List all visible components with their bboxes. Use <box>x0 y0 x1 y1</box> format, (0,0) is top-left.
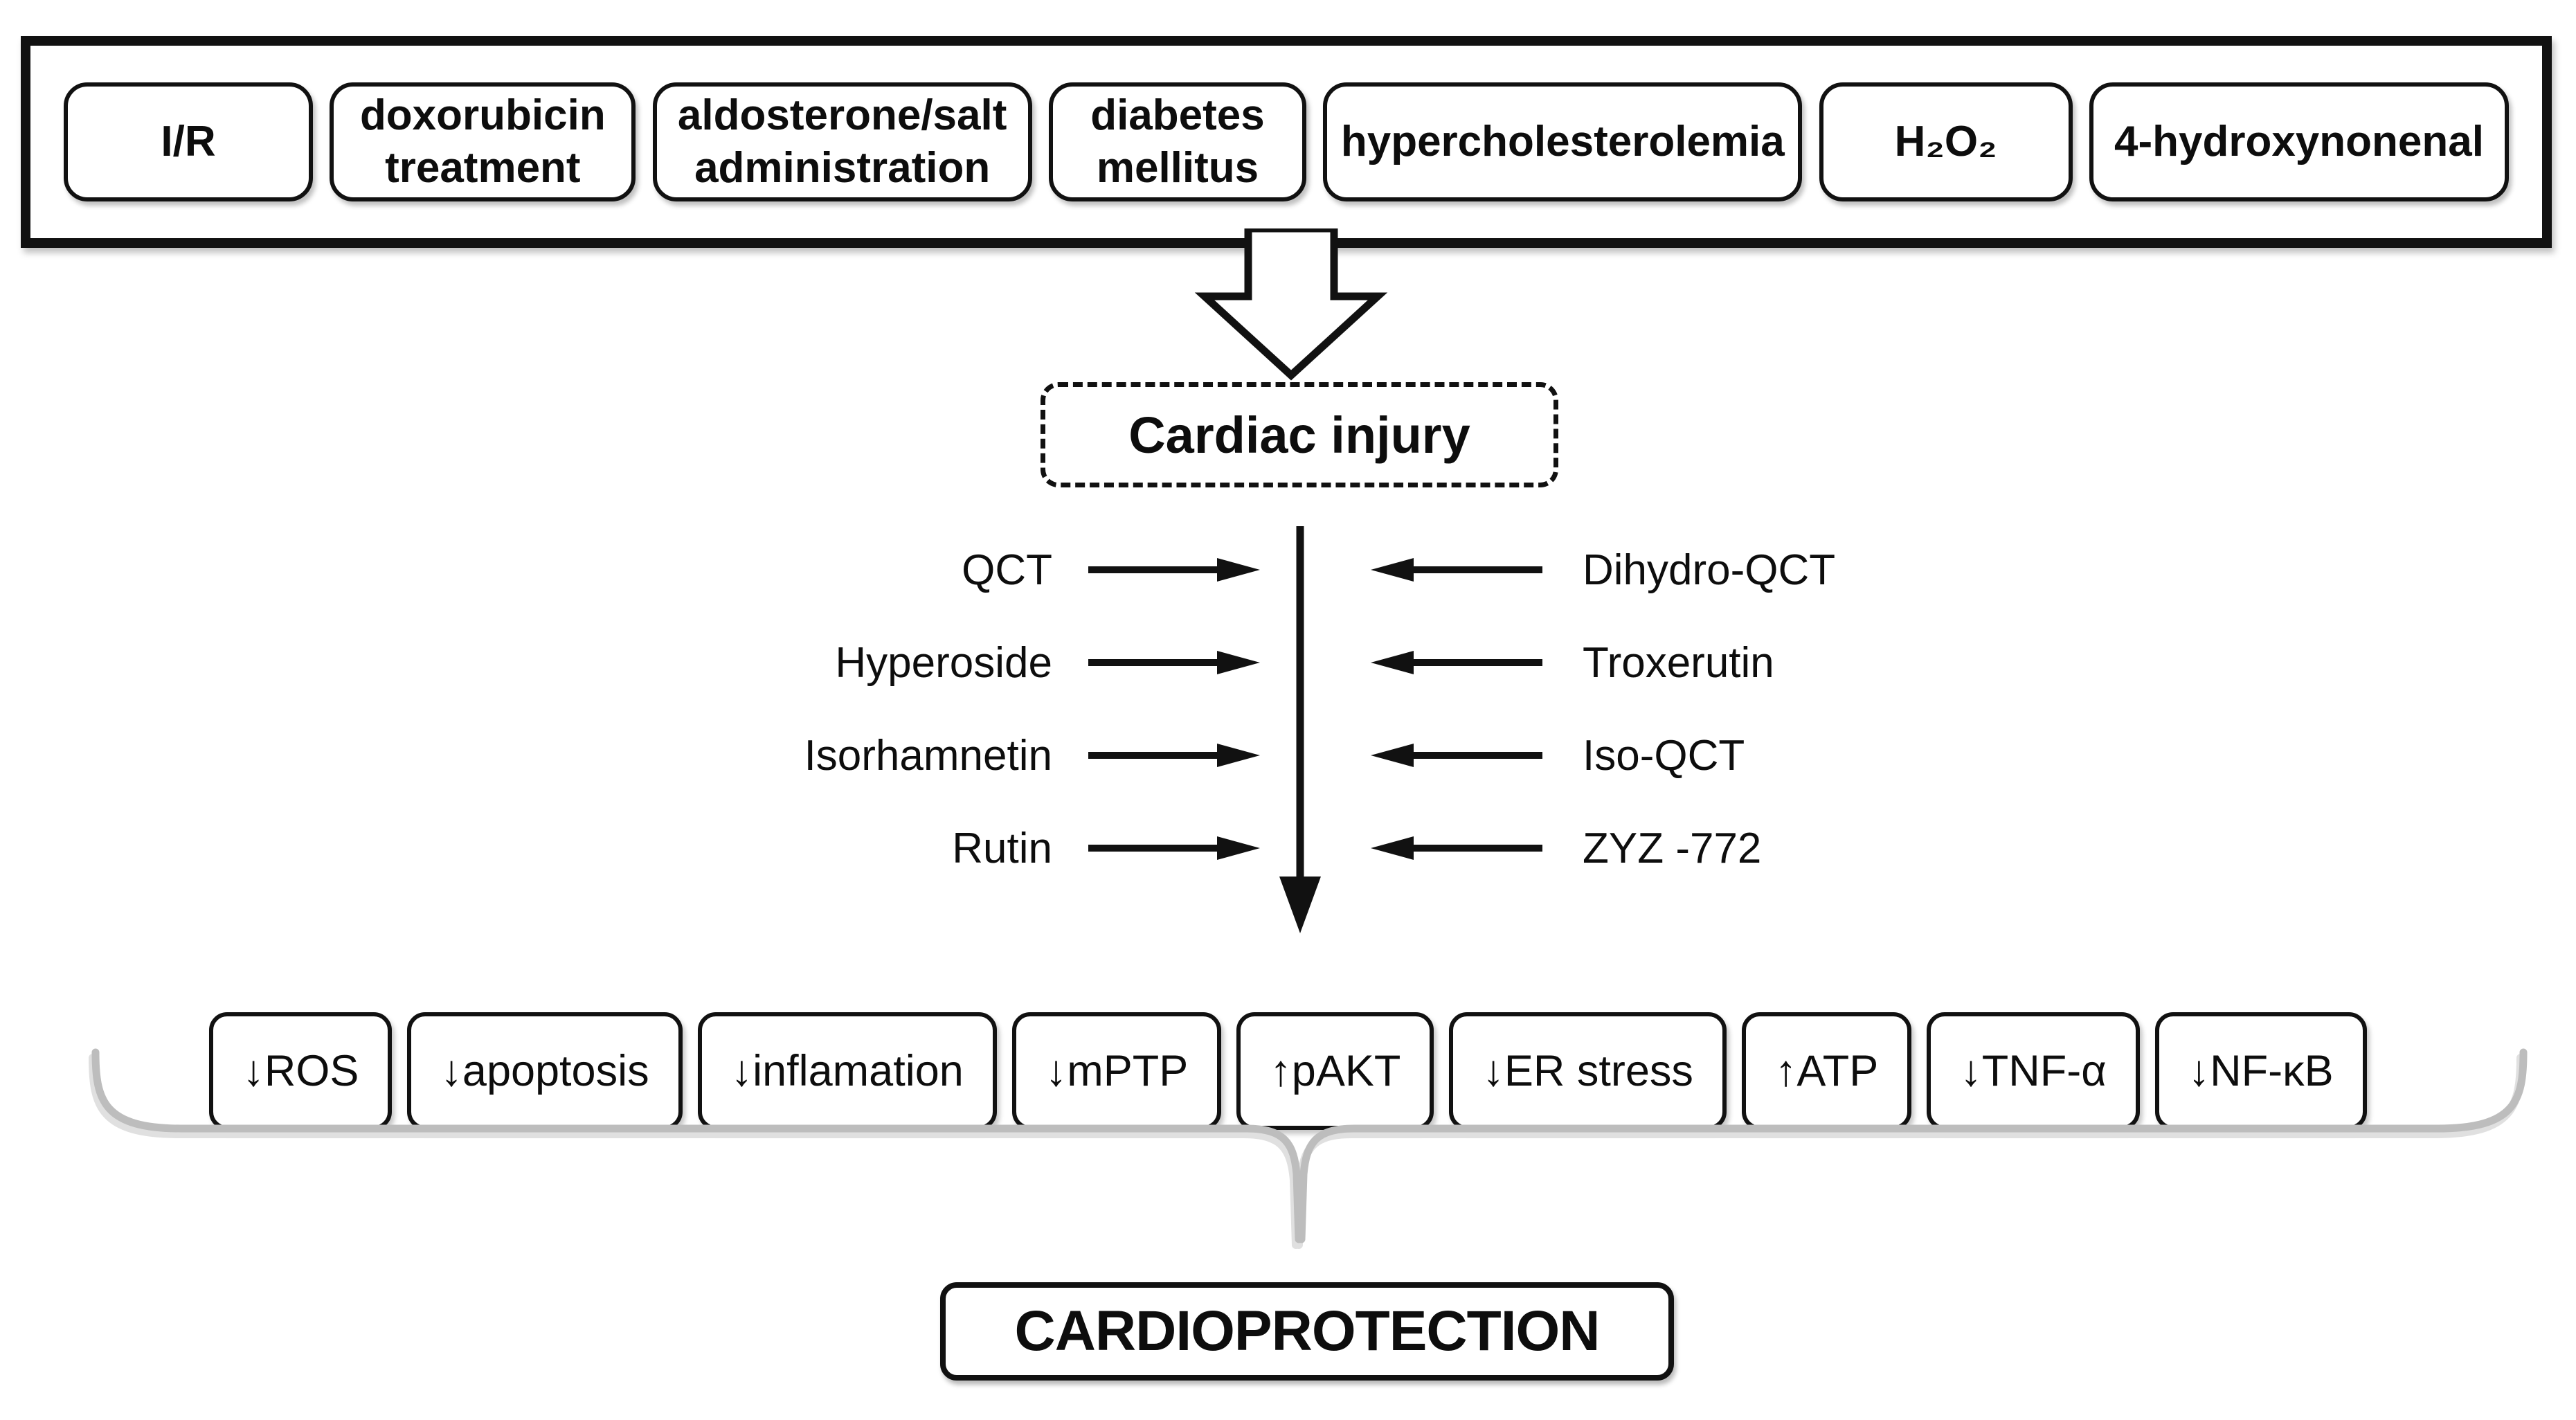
effect-label: ↓apoptosis <box>440 1047 649 1095</box>
right-arrow-icon <box>1088 558 1260 582</box>
cardiac-injury-box: Cardiac injury <box>1041 382 1558 487</box>
stressor-label: diabetes mellitus <box>1090 91 1265 192</box>
mediator-left-label: Isorhamnetin <box>804 731 1052 780</box>
effects-row: ↓ROS ↓apoptosis ↓inflamation ↓mPTP ↑pAKT… <box>0 1012 2576 1130</box>
underbrace-icon <box>89 1048 2528 1249</box>
mediator-right-label: Troxerutin <box>1583 638 1774 687</box>
stressor-label: I/R <box>161 118 216 166</box>
stressor-label: 4-hydroxynonenal <box>2114 118 2484 166</box>
effect-box-mptp: ↓mPTP <box>1011 1012 1222 1130</box>
effect-box-atp: ↑ATP <box>1741 1012 1912 1130</box>
left-arrow-icon <box>1371 651 1542 674</box>
stressor-box-hydroxynonenal: 4-hydroxynonenal <box>2089 82 2509 201</box>
mediator-right-label: Iso-QCT <box>1583 731 1745 780</box>
stressor-panel: I/R doxorubicin treatment aldosterone/sa… <box>21 36 2552 248</box>
effect-box-apoptosis: ↓apoptosis <box>407 1012 683 1130</box>
mediator-left-label: Rutin <box>952 824 1052 872</box>
effect-box-pakt: ↑pAKT <box>1236 1012 1434 1130</box>
stressor-label: H₂O₂ <box>1894 118 1997 166</box>
stressor-label: aldosterone/salt administration <box>677 91 1007 192</box>
left-arrow-icon <box>1371 558 1542 582</box>
stressor-box-aldosterone: aldosterone/salt administration <box>652 82 1032 201</box>
effect-label: ↓inflamation <box>730 1047 964 1095</box>
mediator-row: Hyperoside Troxerutin <box>692 616 1980 709</box>
mediator-row: Rutin ZYZ -772 <box>692 802 1980 895</box>
stressor-box-h2o2: H₂O₂ <box>1819 82 2073 201</box>
effect-label: ↓TNF-α <box>1960 1047 2107 1095</box>
center-down-arrow-icon <box>1279 526 1321 933</box>
right-arrow-icon <box>1088 836 1260 860</box>
mediator-left-label: QCT <box>962 546 1052 594</box>
left-arrow-icon <box>1371 744 1542 767</box>
stressor-box-diabetes: diabetes mellitus <box>1048 82 1306 201</box>
effect-box-tnf-alpha: ↓TNF-α <box>1927 1012 2140 1130</box>
effect-label: ↓ER stress <box>1482 1047 1693 1095</box>
mediator-right-label: ZYZ -772 <box>1583 824 1762 872</box>
stressor-box-ir: I/R <box>64 82 313 201</box>
effect-label: ↑pAKT <box>1270 1047 1401 1095</box>
mediator-left-label: Hyperoside <box>835 638 1052 687</box>
hollow-down-arrow-icon <box>1194 228 1388 381</box>
effect-label: ↓ROS <box>242 1047 359 1095</box>
stressor-label: doxorubicin treatment <box>359 91 606 192</box>
mediator-row: Isorhamnetin Iso-QCT <box>692 709 1980 802</box>
cardioprotection-box: CARDIOPROTECTION <box>940 1282 1674 1381</box>
stressor-box-doxorubicin: doxorubicin treatment <box>330 82 636 201</box>
effect-label: ↓mPTP <box>1045 1047 1189 1095</box>
effect-label: ↑ATP <box>1774 1047 1879 1095</box>
right-arrow-icon <box>1088 744 1260 767</box>
stressor-box-hypercholesterolemia: hypercholesterolemia <box>1323 82 1803 201</box>
cardioprotection-label: CARDIOPROTECTION <box>1014 1300 1601 1363</box>
stressor-row: I/R doxorubicin treatment aldosterone/sa… <box>30 46 2542 238</box>
cardiac-injury-label: Cardiac injury <box>1128 406 1470 464</box>
right-arrow-icon <box>1088 651 1260 674</box>
stressor-label: hypercholesterolemia <box>1340 118 1785 166</box>
left-arrow-icon <box>1371 836 1542 860</box>
effect-label: ↓NF-κB <box>2188 1047 2334 1095</box>
effect-box-inflamation: ↓inflamation <box>697 1012 997 1130</box>
mediator-section: QCT Dihydro-QCT Hyperoside Tr <box>692 523 1980 895</box>
mediator-row: QCT Dihydro-QCT <box>692 523 1980 616</box>
mediator-right-label: Dihydro-QCT <box>1583 546 1836 594</box>
